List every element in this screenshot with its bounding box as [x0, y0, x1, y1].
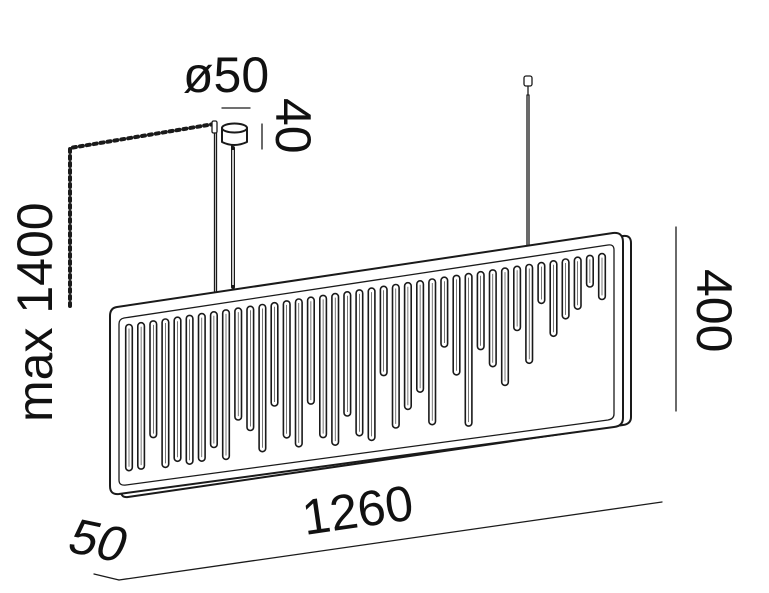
depth-label: 50	[61, 508, 137, 573]
height-label: 400	[686, 269, 742, 352]
length-label: 1260	[299, 475, 417, 546]
ceiling-canopy	[221, 122, 248, 151]
canopy-diameter-label: ø50	[183, 47, 269, 103]
depth-dim-line	[93, 573, 120, 581]
luminaire-panel	[109, 231, 632, 499]
length-dim-line	[118, 501, 663, 581]
suspension-wire-left	[211, 120, 218, 295]
suspension-wire-right	[523, 75, 533, 246]
canopy-height-label: 40	[265, 98, 321, 154]
max-suspension-label: max 1400	[7, 202, 63, 422]
max-suspension-dotted-line	[68, 122, 216, 308]
light-rods	[124, 252, 607, 472]
panel-front-frame-inner	[118, 244, 615, 486]
